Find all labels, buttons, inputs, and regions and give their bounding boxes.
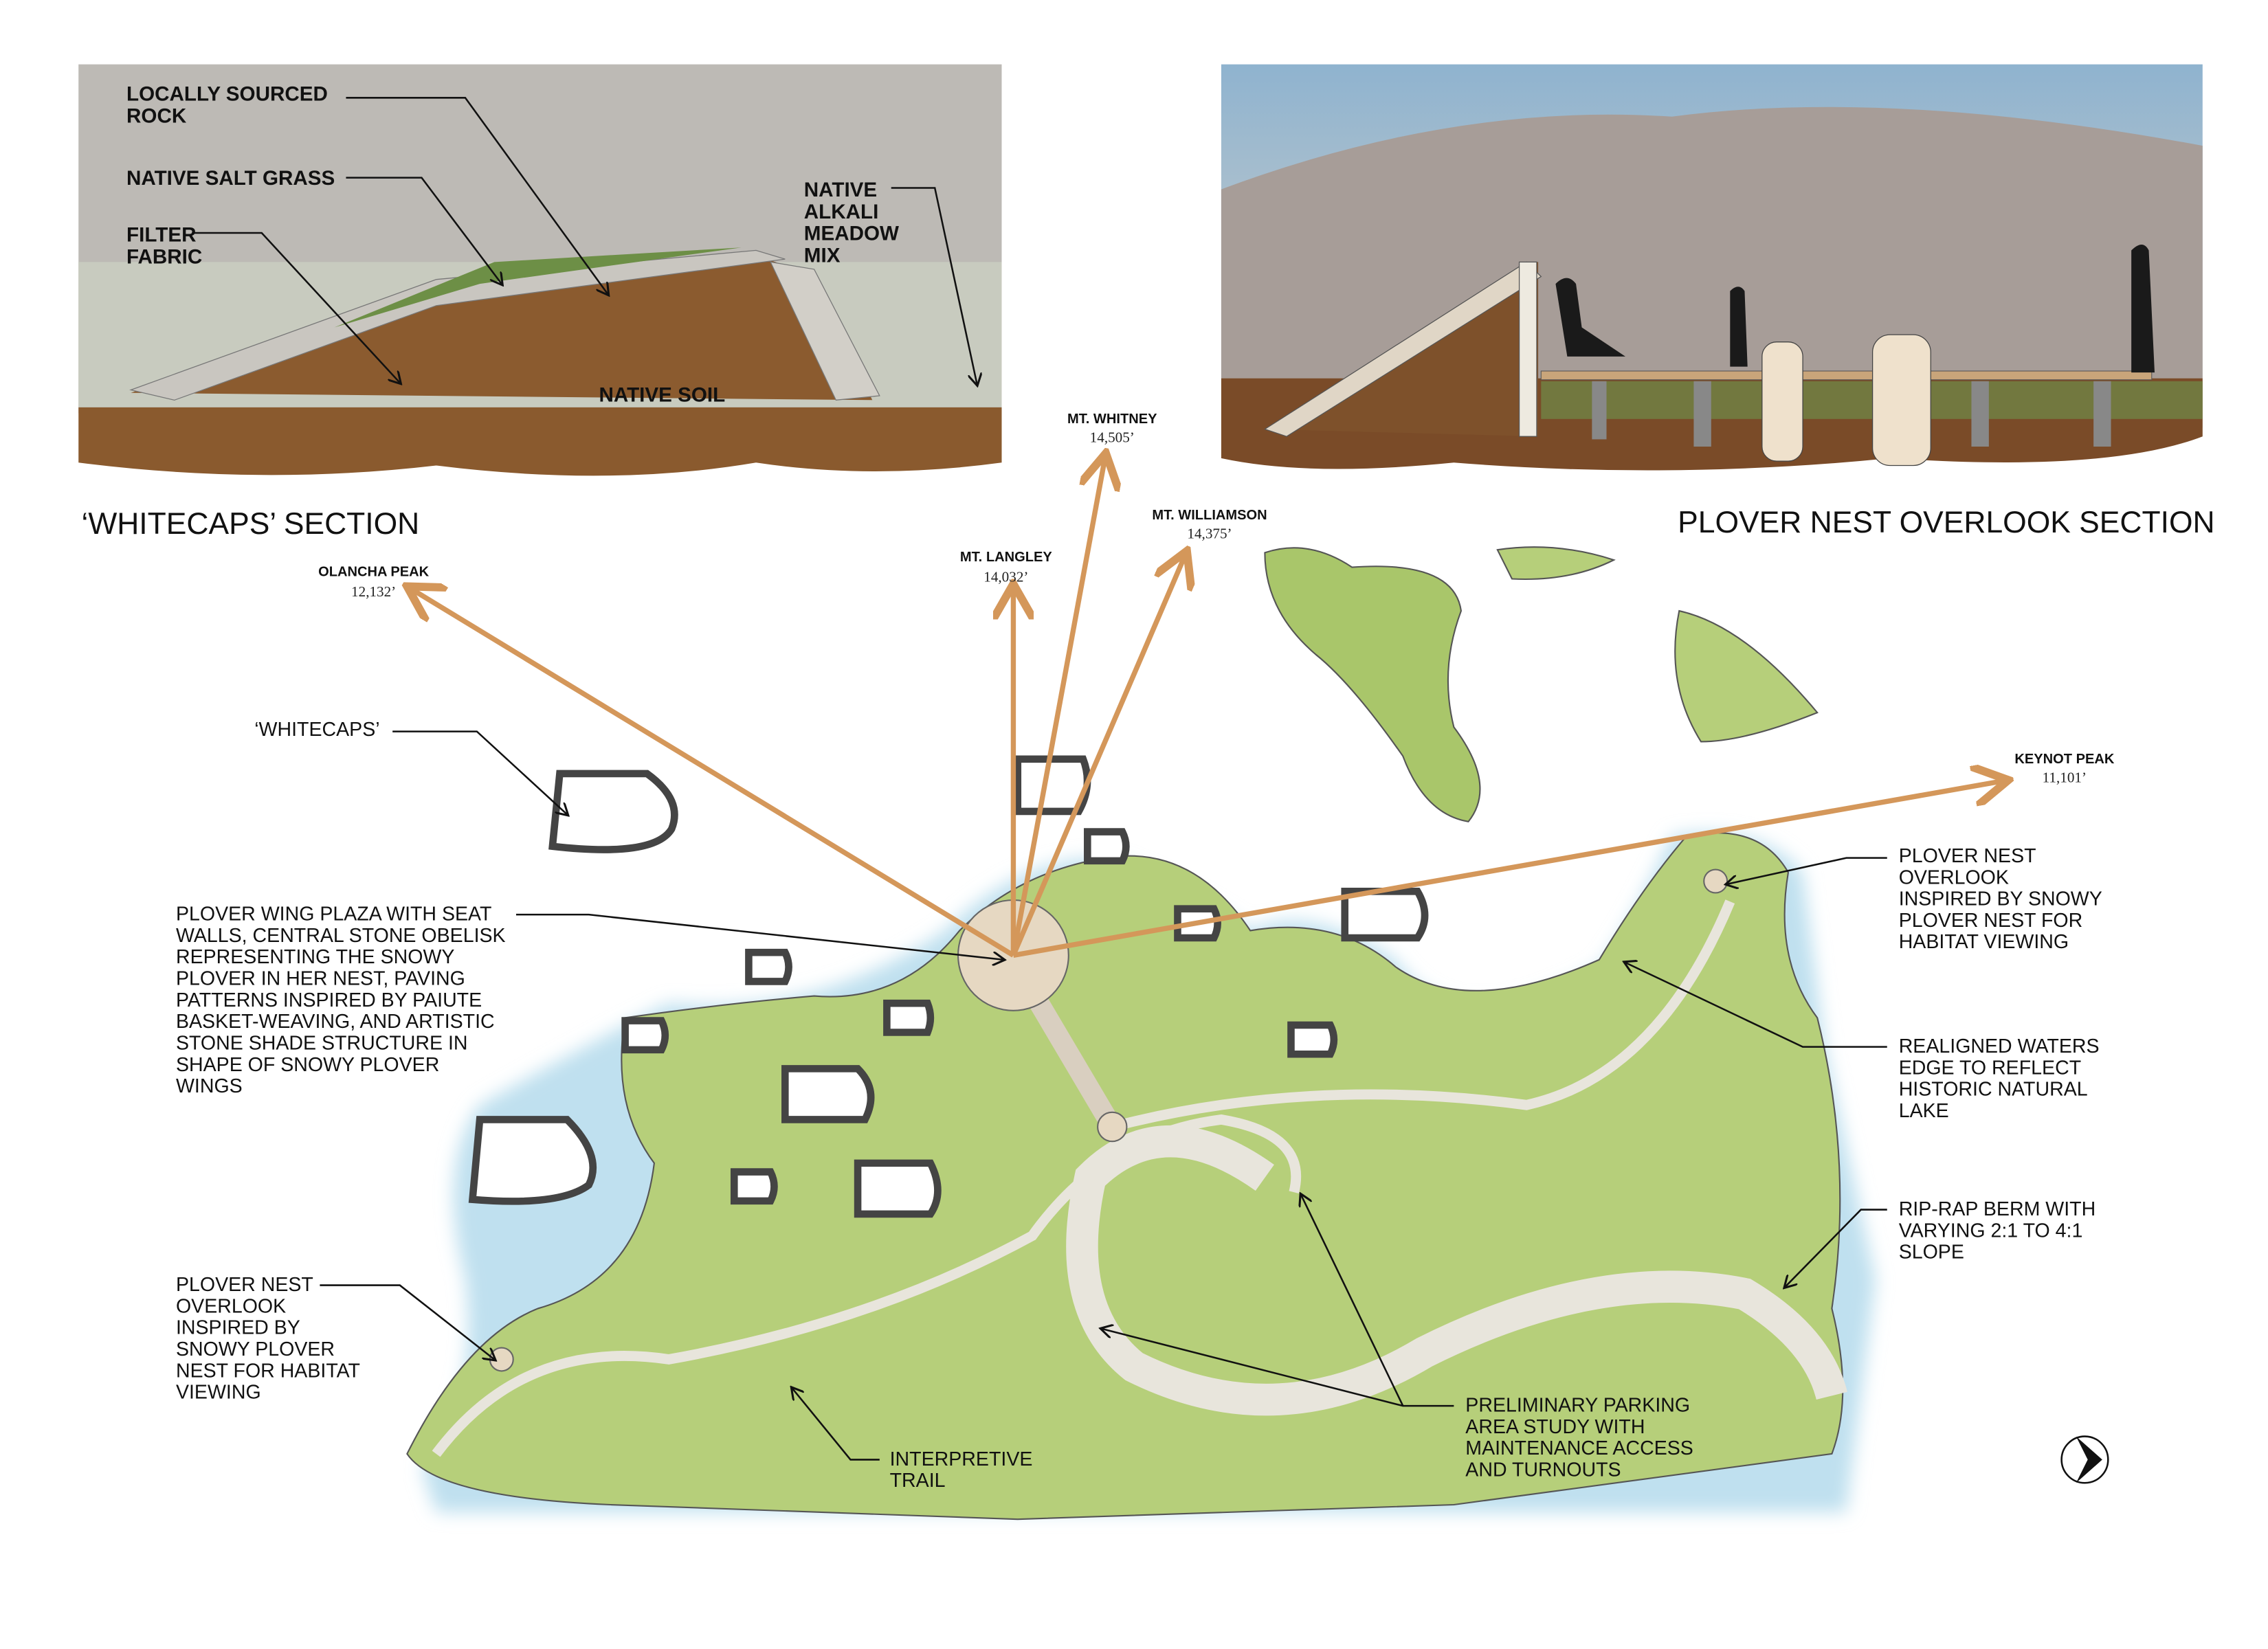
peak-elevation: 12,132’ xyxy=(351,583,396,600)
peak-elevation: 11,101’ xyxy=(2043,770,2087,786)
north-arrow-icon xyxy=(2060,1435,2109,1484)
peak-elevation: 14,375’ xyxy=(1187,525,1232,541)
plover-overlook-section-illustration xyxy=(1221,64,2203,471)
site-plan xyxy=(406,546,1876,1521)
sightline-williamson xyxy=(1011,556,1185,956)
sightlines xyxy=(412,458,2003,958)
peak-elevation: 14,505’ xyxy=(1090,429,1135,446)
whitecaps-section-title: ‘WHITECAPS’ SECTION xyxy=(81,507,419,541)
peak-name: OLANCHA PEAK xyxy=(318,564,429,579)
callout-whitecaps: ‘WHITECAPS’ xyxy=(254,719,379,741)
label-native-soil: NATIVE SOIL xyxy=(599,383,726,406)
peak-name: MT. WHITNEY xyxy=(1067,412,1157,427)
plover-section-title: PLOVER NEST OVERLOOK SECTION xyxy=(1678,506,2214,539)
peak-name: MT. WILLIAMSON xyxy=(1152,508,1267,523)
peak-name: MT. LANGLEY xyxy=(960,550,1052,565)
sightline-olancha xyxy=(412,589,1015,958)
peak-labels: OLANCHA PEAK 12,132’ MT. LANGLEY 14,032’… xyxy=(318,412,2115,786)
peak-name: KEYNOT PEAK xyxy=(2014,752,2115,767)
sightline-whitney xyxy=(1010,458,1104,956)
sightline-keynot xyxy=(1012,781,2003,958)
label-native-salt-grass: NATIVE SALT GRASS xyxy=(126,167,335,190)
peak-elevation: 14,032’ xyxy=(983,569,1028,585)
whitecaps-mounds xyxy=(468,755,1429,1218)
